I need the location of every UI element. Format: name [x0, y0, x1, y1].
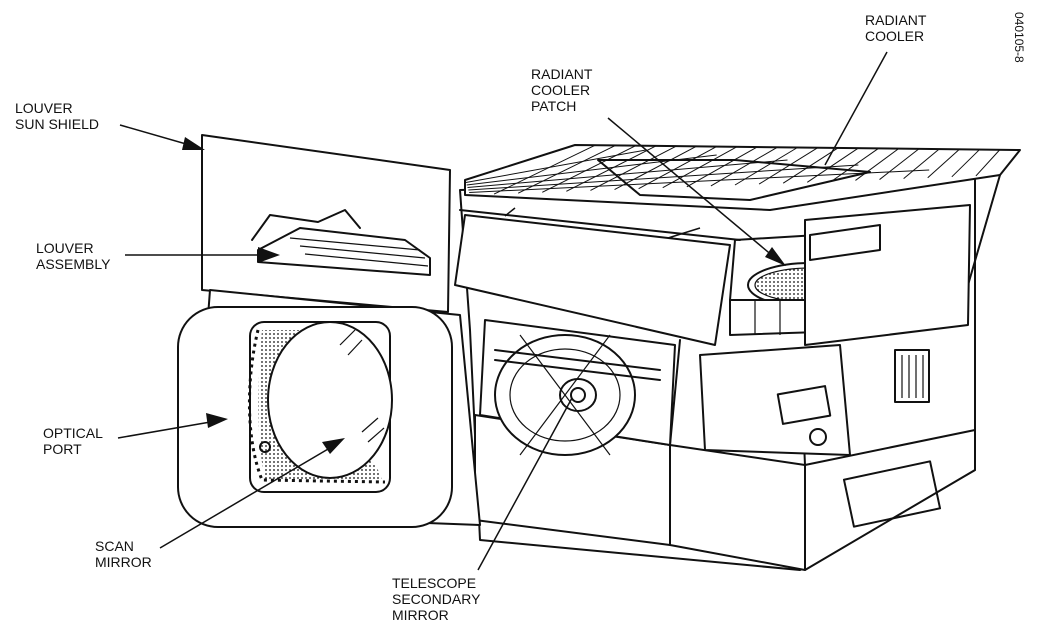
optical-port-assembly [177, 289, 481, 528]
grid-line [879, 148, 920, 180]
louver-sun-shield [201, 134, 451, 313]
grid-line [614, 145, 697, 190]
grid-line [469, 169, 930, 193]
figure-id: 040105-8 [1012, 12, 1026, 63]
grid-line [686, 146, 758, 188]
label-louver-assembly: LOUVER ASSEMBLY [36, 240, 111, 272]
electronics-bay [699, 204, 971, 456]
label-radiant-cooler: RADIANT COOLER [865, 12, 927, 44]
grid-line [855, 148, 899, 181]
grid-line [468, 164, 859, 191]
grid-line [806, 147, 859, 183]
grid-line [975, 149, 1001, 177]
grid-line [903, 148, 940, 180]
grid-line [590, 145, 677, 191]
grid-line [782, 147, 839, 184]
grid-line [467, 159, 788, 188]
grid-line [951, 149, 980, 178]
grid-line [465, 149, 646, 183]
label-telescope-secondary-mirror: TELESCOPE SECONDARY MIRROR [392, 575, 481, 623]
grid-line [466, 154, 717, 186]
grid-line [493, 144, 596, 195]
label-radiant-cooler-patch: RADIANT COOLER PATCH [531, 66, 593, 114]
label-scan-mirror: SCAN MIRROR [95, 538, 152, 570]
leader-lines [117, 51, 888, 571]
grid-line [710, 146, 778, 187]
telescope-assembly [479, 319, 676, 456]
label-optical-port: OPTICAL PORT [43, 425, 103, 457]
label-louver-sun-shield: LOUVER SUN SHIELD [15, 100, 100, 132]
grid-line [566, 145, 657, 192]
grid-line [517, 145, 616, 194]
grid-line [927, 148, 960, 179]
grid-line [638, 146, 717, 190]
radiant-cooler-grid [464, 144, 1021, 286]
